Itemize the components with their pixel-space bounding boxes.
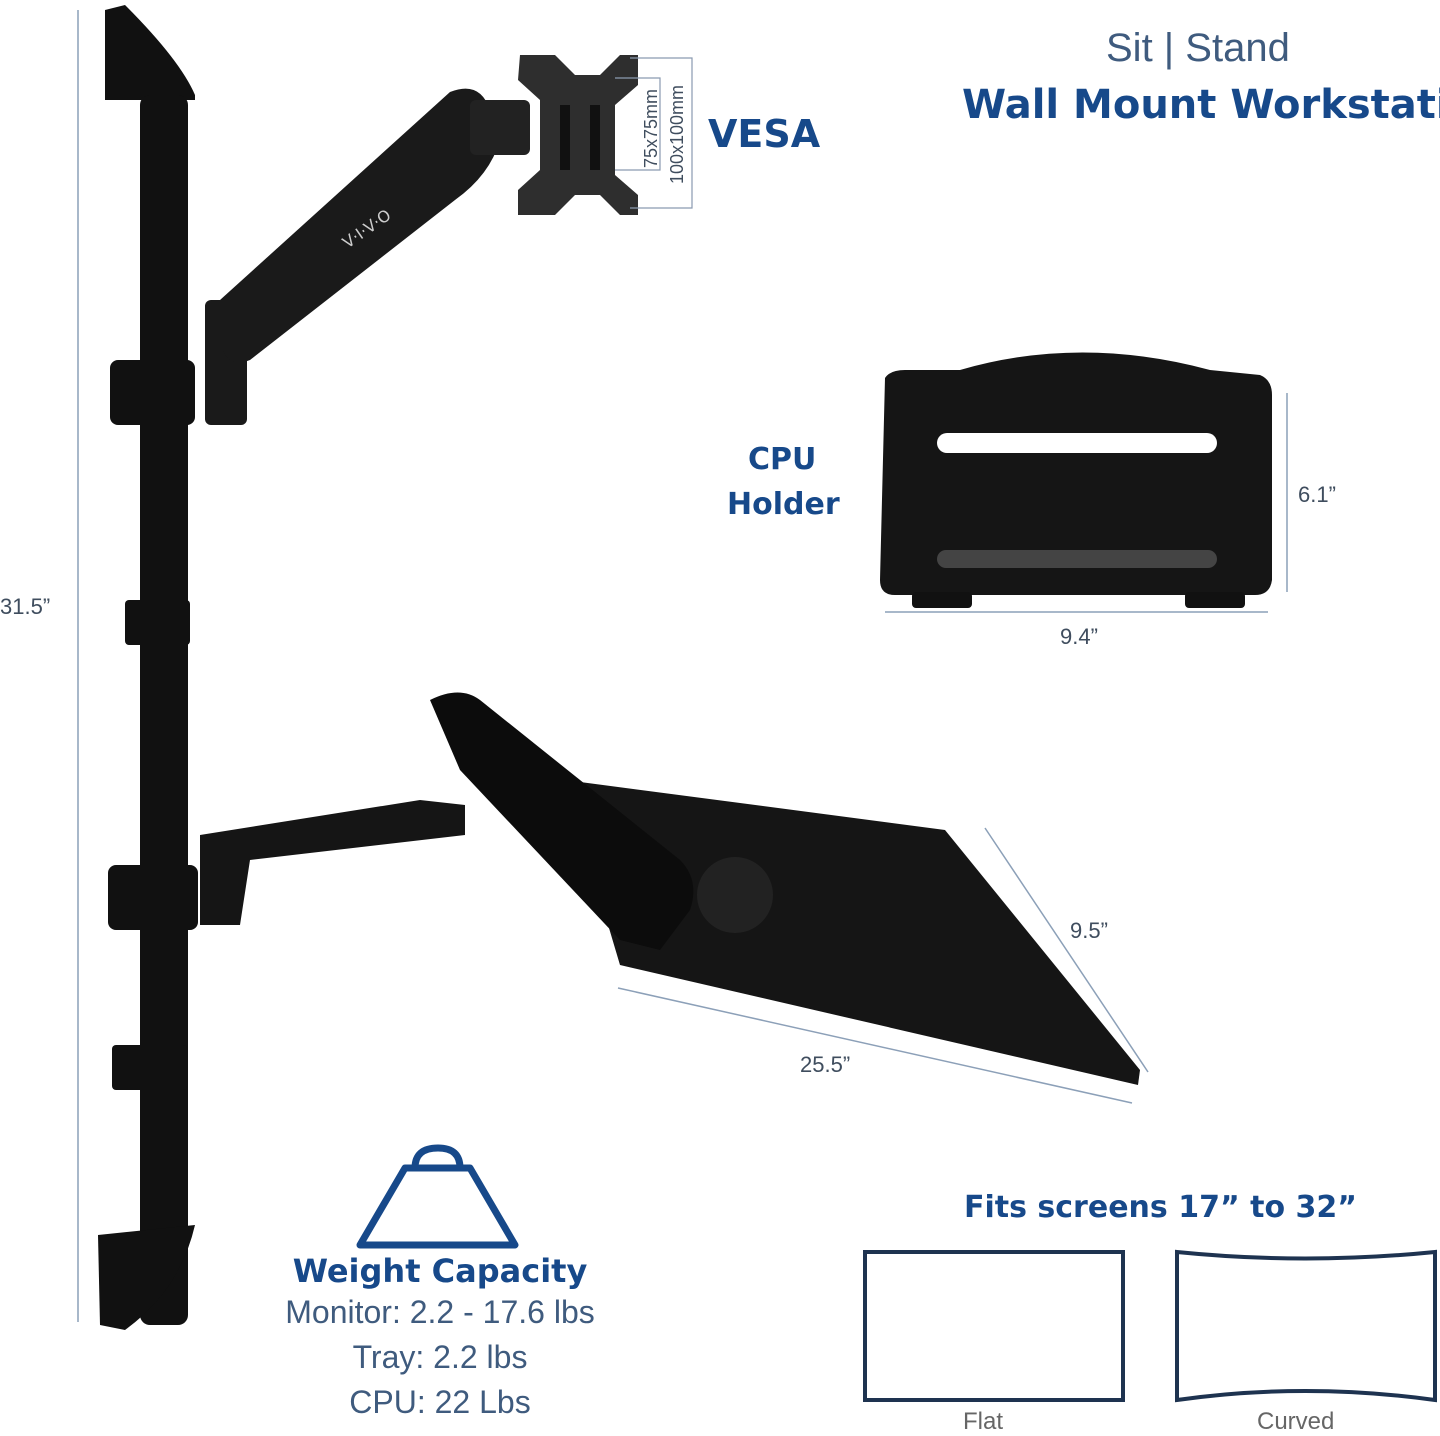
- weight-cpu: CPU: 22 Lbs: [349, 1384, 531, 1420]
- vesa-label: VESA: [708, 112, 821, 156]
- weight-monitor: Monitor: 2.2 - 17.6 lbs: [285, 1294, 595, 1330]
- cpu-holder-label-1: CPU: [748, 442, 817, 477]
- flat-label: Flat: [963, 1408, 1004, 1435]
- screen-size-title: Fits screens 17” to 32”: [964, 1190, 1357, 1225]
- curved-screen-icon: [1175, 1249, 1437, 1403]
- subtitle: Sit | Stand: [1106, 26, 1290, 70]
- weight-tray: Tray: 2.2 lbs: [352, 1339, 528, 1375]
- page-title: Wall Mount Workstation: [962, 82, 1440, 128]
- tray-depth-dimension: 9.5”: [1070, 918, 1108, 943]
- vesa-dimension-lines: [615, 57, 693, 209]
- keyboard-tray: [200, 692, 1140, 1085]
- cpu-holder-label-2: Holder: [727, 487, 840, 522]
- tray-width-dimension: 25.5”: [800, 1052, 851, 1077]
- cpu-height-dimension: 6.1”: [1298, 482, 1336, 507]
- curved-label: Curved: [1257, 1408, 1335, 1435]
- weight-capacity-title: Weight Capacity: [292, 1252, 588, 1290]
- cpu-width-dimension: 9.4”: [1060, 624, 1098, 649]
- vesa-small-size: 75x75mm: [641, 88, 662, 169]
- vesa-plate: [518, 55, 638, 215]
- cpu-holder: [880, 352, 1272, 608]
- pole-height-dimension: 31.5”: [0, 594, 51, 619]
- wall-pole: [98, 5, 198, 1330]
- vesa-large-size: 100x100mm: [667, 84, 688, 185]
- monitor-arm: [205, 88, 530, 425]
- weight-icon: [356, 1144, 519, 1249]
- flat-screen-icon: [863, 1250, 1125, 1402]
